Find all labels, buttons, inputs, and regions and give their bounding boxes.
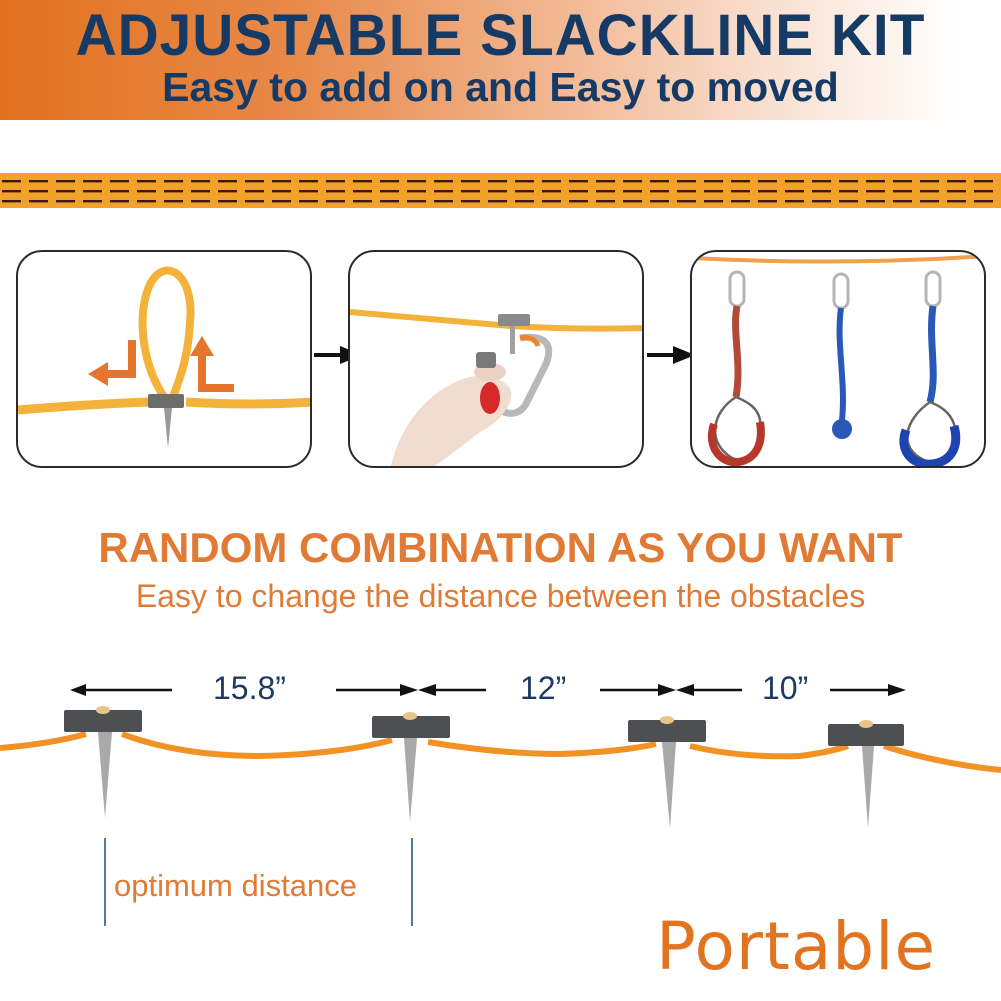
gymnastic-ring-red-icon — [707, 270, 765, 466]
carabiner-icon — [498, 333, 553, 417]
section-title: RANDOM COMBINATION AS YOU WANT — [98, 524, 903, 571]
stake-icon — [828, 720, 904, 828]
stake-icon — [64, 706, 142, 818]
portable-label: Portable — [656, 908, 937, 985]
arrow-left-turn-icon — [88, 340, 136, 386]
step-card-1 — [16, 250, 312, 468]
stitching-icon — [0, 173, 1001, 208]
banner-subtitle: Easy to add on and Easy to moved — [162, 64, 839, 110]
slider-hook-icon — [148, 394, 184, 448]
webbing-rope-icon — [692, 254, 984, 264]
distance-label-2: 12” — [520, 670, 567, 706]
stake-icon — [628, 716, 706, 828]
distance-label-3: 10” — [762, 670, 809, 706]
step-card-2 — [348, 250, 644, 468]
section-subtitle: Easy to change the distance between the … — [135, 578, 866, 614]
dimension-arrows-icon — [70, 684, 906, 696]
webbing-rope-icon — [350, 309, 642, 332]
header-banner: ADJUSTABLE SLACKLINE KIT Easy to add on … — [0, 0, 1001, 120]
banner-title: ADJUSTABLE SLACKLINE KIT — [75, 3, 926, 68]
webbing-strap-graphic — [0, 173, 1001, 208]
webbing-rope-icon — [18, 266, 310, 415]
next-step-arrow-icon — [647, 346, 695, 364]
slider-hook-icon — [498, 314, 530, 354]
stake-icon — [372, 712, 450, 822]
bracket-right-line — [411, 838, 413, 926]
monkey-fist-rope-blue-icon — [832, 272, 852, 439]
rope-with-stakes-graphic — [0, 706, 1001, 828]
bracket-left-line — [104, 838, 106, 926]
orange-rope-icon — [0, 731, 1001, 773]
optimum-distance-label: optimum distance — [114, 868, 357, 903]
arrow-up-turn-icon — [190, 336, 234, 392]
gymnastic-ring-blue-icon — [899, 270, 961, 466]
distance-label-1: 15.8” — [213, 670, 286, 706]
hand-icon — [390, 352, 512, 466]
step-card-3 — [690, 250, 986, 468]
